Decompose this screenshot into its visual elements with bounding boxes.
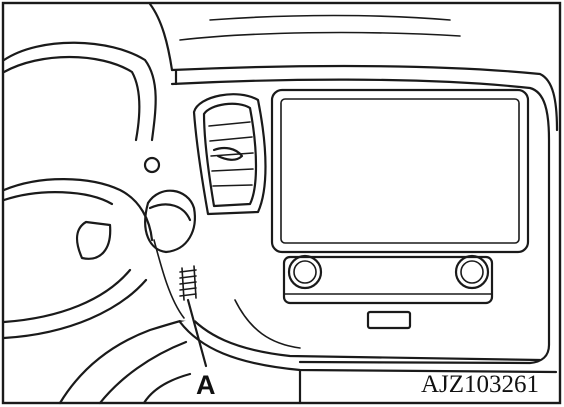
figure-code: AJZ103261 <box>421 371 539 398</box>
callout-label-a: A <box>196 370 216 400</box>
center-display-screen <box>272 90 528 252</box>
dashboard-panel <box>150 4 557 403</box>
steering-wheel <box>4 43 200 403</box>
control-panel-knobs <box>284 256 492 328</box>
center-air-vent <box>194 94 266 214</box>
